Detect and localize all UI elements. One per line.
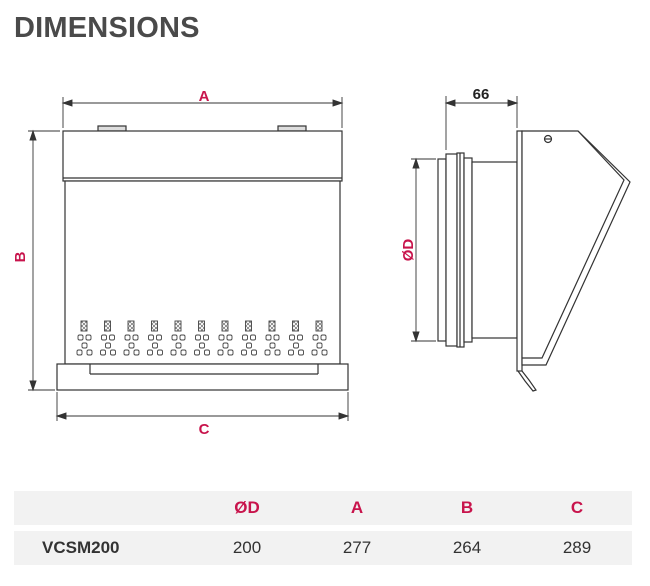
- grille-hole: [203, 334, 209, 341]
- grille-hole: [110, 349, 116, 356]
- grille-hole: [227, 349, 234, 356]
- dimension-a: [61, 97, 344, 128]
- dimensions-table-wrap: ØD A B C VCSM200 200 277 264 289: [14, 491, 632, 565]
- cell-od: 200: [232, 538, 262, 557]
- grille-hole: [123, 349, 130, 356]
- grille-hole: [321, 349, 328, 356]
- header-b: B: [460, 498, 474, 517]
- label-c: C: [199, 421, 210, 438]
- grille-slot: [198, 320, 205, 332]
- grille-hole: [152, 342, 158, 349]
- grille-hole: [105, 342, 111, 349]
- grille-hole: [204, 349, 210, 356]
- cell-a: 277: [342, 538, 372, 557]
- grille-hole: [289, 334, 295, 341]
- table-row: VCSM200 200 277 264 289: [14, 531, 632, 565]
- grille-hole: [76, 349, 83, 356]
- grille-slot: [221, 320, 229, 332]
- front-view: [56, 125, 349, 391]
- grille-hole: [298, 349, 304, 356]
- grille-hole: [288, 349, 294, 356]
- label-b: B: [12, 251, 29, 262]
- header-model: [14, 491, 192, 525]
- grille-pattern: [76, 320, 328, 356]
- grille-slot: [174, 320, 182, 332]
- grille-hole: [226, 334, 233, 341]
- grille-hole: [132, 334, 139, 341]
- grille-hole: [273, 334, 280, 341]
- header-od: ØD: [234, 498, 260, 517]
- cell-model: VCSM200: [42, 538, 120, 557]
- grille-hole: [195, 334, 201, 341]
- grille-hole: [101, 334, 107, 341]
- grille-hole: [311, 349, 318, 356]
- header-c: C: [570, 498, 584, 517]
- grille-hole: [170, 349, 177, 356]
- grille-hole: [241, 349, 247, 356]
- grille-hole: [124, 334, 131, 341]
- dimensions-table: ØD A B C VCSM200 200 277 264 289: [14, 491, 632, 565]
- grille-hole: [157, 349, 163, 356]
- label-a: A: [199, 88, 210, 105]
- grille-hole: [128, 342, 135, 349]
- grille-hole: [246, 342, 252, 349]
- side-view: [437, 130, 631, 392]
- grille-slot: [104, 320, 111, 332]
- grille-hole: [194, 349, 200, 356]
- grille-hole: [316, 342, 323, 349]
- grille-hole: [293, 342, 299, 349]
- grille-hole: [156, 334, 162, 341]
- cell-c: 289: [562, 538, 592, 557]
- grille-hole: [81, 342, 88, 349]
- grille-hole: [251, 349, 257, 356]
- table-header-row: ØD A B C: [14, 491, 632, 525]
- dimension-66: [444, 96, 519, 150]
- header-a: A: [350, 498, 364, 517]
- dimension-b: [28, 129, 60, 392]
- grille-hole: [175, 342, 182, 349]
- grille-hole: [85, 334, 92, 341]
- grille-hole: [148, 334, 154, 341]
- label-66: 66: [473, 86, 490, 103]
- grille-slot: [292, 320, 299, 332]
- grille-slot: [245, 320, 252, 332]
- grille-hole: [274, 349, 281, 356]
- grille-hole: [217, 349, 224, 356]
- grille-hole: [264, 349, 271, 356]
- page-title: DIMENSIONS: [14, 12, 200, 44]
- grille-slot: [151, 320, 158, 332]
- grille-hole: [180, 349, 187, 356]
- grille-hole: [222, 342, 229, 349]
- grille-hole: [199, 342, 205, 349]
- grille-hole: [133, 349, 140, 356]
- grille-slot: [268, 320, 276, 332]
- label-od: ØD: [400, 239, 417, 262]
- grille-slot: [127, 320, 135, 332]
- grille-hole: [265, 334, 272, 341]
- grille-hole: [312, 334, 319, 341]
- grille-hole: [179, 334, 186, 341]
- grille-hole: [250, 334, 256, 341]
- grille-hole: [297, 334, 303, 341]
- dimension-od: [411, 157, 436, 343]
- grille-hole: [86, 349, 93, 356]
- grille-hole: [77, 334, 84, 341]
- grille-hole: [242, 334, 248, 341]
- grille-slot: [315, 320, 323, 332]
- grille-hole: [171, 334, 178, 341]
- dimension-drawing: A B C: [12, 86, 631, 438]
- grille-hole: [269, 342, 276, 349]
- dimension-c: [55, 392, 350, 421]
- grille-hole: [109, 334, 115, 341]
- grille-hole: [218, 334, 225, 341]
- cell-b: 264: [452, 538, 482, 557]
- grille-hole: [100, 349, 106, 356]
- grille-hole: [147, 349, 153, 356]
- grille-hole: [320, 334, 327, 341]
- grille-slot: [80, 320, 88, 332]
